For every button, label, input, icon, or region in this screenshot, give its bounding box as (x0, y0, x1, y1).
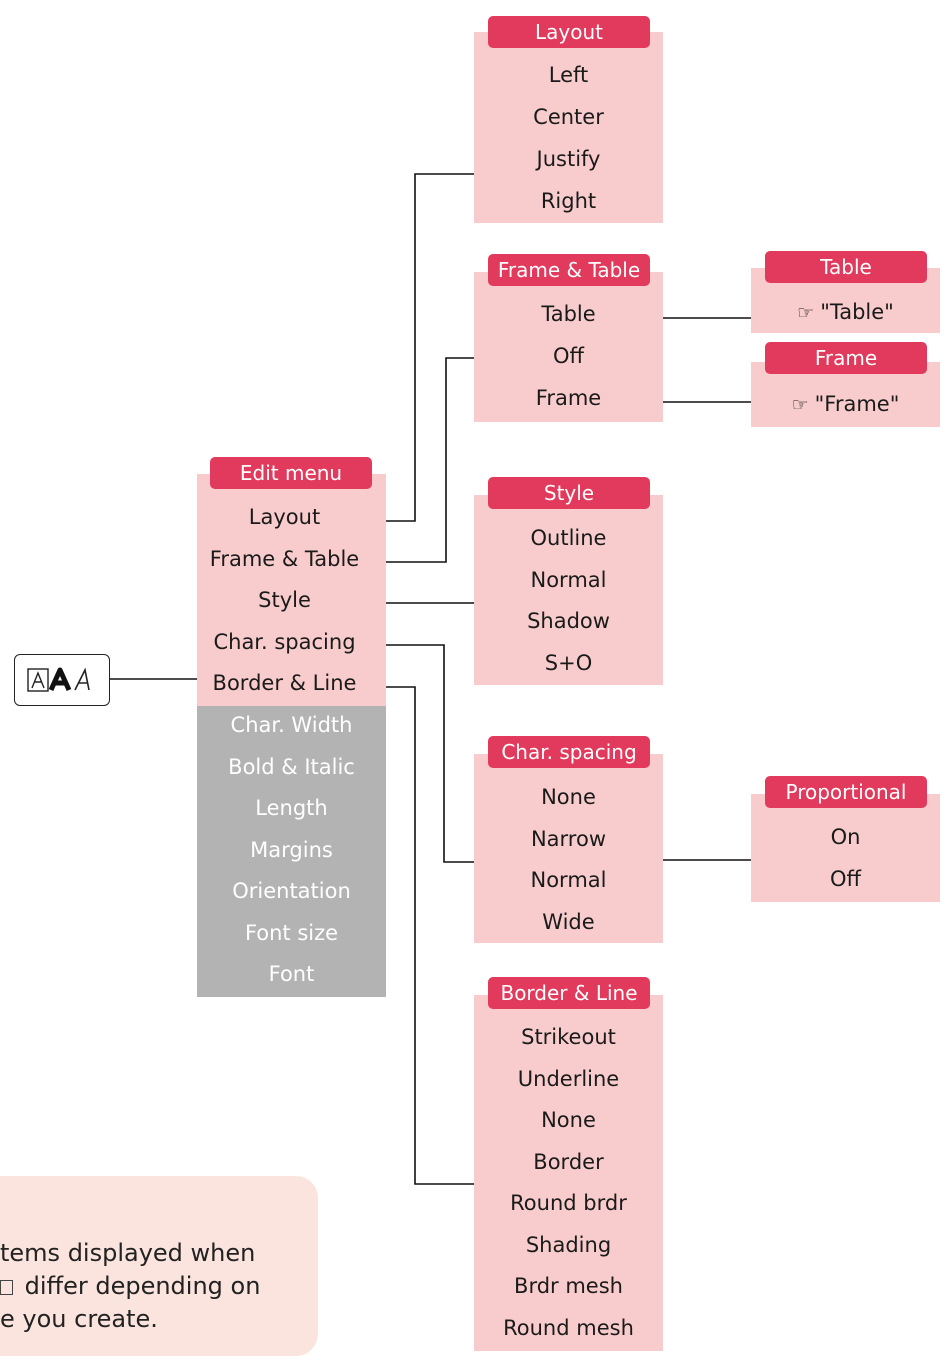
border-line-box (474, 995, 663, 1351)
table-ref-title: Table (765, 251, 927, 283)
edit-menu-box (197, 474, 386, 706)
menu-item[interactable]: Border & Line (212, 671, 357, 695)
frame-ref-item[interactable]: ☞"Frame" (791, 392, 900, 416)
menu-item[interactable]: Justify (536, 147, 601, 171)
menu-item[interactable]: Brdr mesh (514, 1274, 623, 1298)
menu-item[interactable]: S+O (544, 650, 593, 675)
edit-menu-title: Edit menu (210, 457, 372, 489)
proportional-title: Proportional (765, 776, 927, 808)
menu-item[interactable]: Narrow (530, 826, 607, 851)
menu-item[interactable]: Round mesh (503, 1315, 634, 1340)
menu-item[interactable]: On (830, 825, 861, 849)
note-text: tems displayed when differ depending on … (0, 1239, 261, 1333)
hand-pointer-icon: ☞ (797, 302, 815, 324)
edit-menu-disabled-box (197, 706, 386, 997)
menu-item[interactable]: Off (553, 344, 584, 368)
note-box (0, 1176, 318, 1356)
menu-item[interactable]: Table (541, 302, 596, 326)
style-title: Style (488, 477, 650, 509)
menu-item[interactable]: Outline (530, 526, 607, 550)
menu-item-disabled: Orientation (232, 879, 351, 903)
menu-item[interactable]: Layout (248, 505, 321, 529)
menu-item[interactable]: Underline (517, 1066, 620, 1091)
char-spacing-box (474, 754, 663, 943)
menu-key-icon (0, 1280, 13, 1295)
menu-item-disabled: Font size (244, 920, 339, 945)
menu-item-disabled: Char. Width (230, 713, 353, 737)
menu-item[interactable]: Style (258, 588, 311, 612)
table-ref-item[interactable]: ☞"Table" (797, 300, 894, 324)
menu-item[interactable]: Normal (530, 868, 607, 892)
menu-item[interactable]: None (541, 785, 596, 809)
menu-item[interactable]: Center (533, 105, 604, 129)
menu-item[interactable]: Border (533, 1149, 604, 1174)
menu-item[interactable]: Off (830, 867, 861, 891)
text-style-key-icon (27, 667, 90, 692)
style-box (474, 495, 663, 685)
menu-item[interactable]: Wide (542, 909, 595, 934)
layout-box (474, 32, 663, 223)
proportional-box (751, 794, 940, 902)
menu-item[interactable]: Normal (530, 567, 607, 592)
text-style-key[interactable] (14, 654, 110, 706)
menu-item-disabled: Length (255, 796, 328, 820)
menu-item[interactable]: Right (540, 189, 597, 213)
menu-item[interactable]: Shading (525, 1232, 612, 1257)
menu-item[interactable]: Frame & Table (209, 546, 360, 571)
menu-item[interactable]: Strikeout (521, 1025, 616, 1049)
menu-item[interactable]: Left (548, 63, 589, 87)
char-spacing-title: Char. spacing (488, 736, 650, 768)
menu-item[interactable]: Char. spacing (213, 629, 356, 654)
menu-item[interactable]: Round brdr (510, 1191, 627, 1215)
frame-table-title: Frame & Table (488, 254, 650, 286)
menu-item-disabled: Bold & Italic (228, 754, 355, 779)
layout-title: Layout (488, 16, 650, 48)
menu-item-disabled: Font (268, 962, 315, 986)
border-line-title: Border & Line (488, 977, 650, 1009)
menu-item[interactable]: None (541, 1108, 596, 1132)
frame-table-box (474, 272, 663, 422)
menu-item[interactable]: Shadow (527, 609, 610, 633)
menu-item[interactable]: Frame (535, 386, 602, 410)
frame-ref-title: Frame (765, 342, 927, 374)
menu-item-disabled: Margins (250, 837, 333, 862)
hand-pointer-icon: ☞ (791, 394, 809, 416)
